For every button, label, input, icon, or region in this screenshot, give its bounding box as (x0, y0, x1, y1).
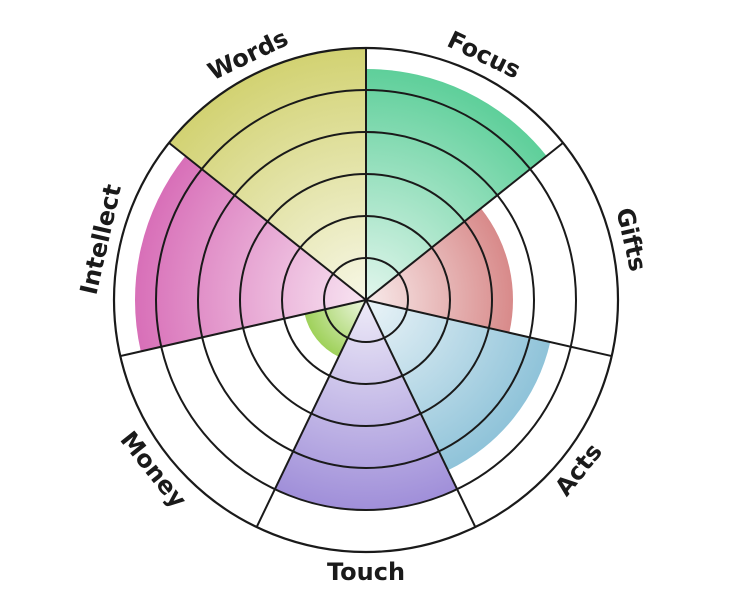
grid-spoke-6 (168, 142, 367, 301)
spoke-grid (120, 48, 612, 528)
grid-spoke-3 (365, 299, 477, 528)
grid-spoke-5 (120, 299, 367, 358)
wedge-layer (134, 48, 551, 510)
label-touch: Touch (327, 558, 405, 586)
wedge-touch (274, 300, 458, 510)
label-focus: Focus (443, 26, 525, 85)
label-acts: Acts (549, 438, 607, 501)
label-gifts: Gifts (610, 205, 652, 274)
grid-spoke-4 (255, 299, 367, 528)
wedge-focus (366, 69, 547, 300)
wedge-intellect (134, 155, 366, 352)
wedge-words (168, 48, 366, 300)
label-intellect: Intellect (75, 182, 127, 298)
grid-spoke-2 (365, 299, 612, 358)
grid-spoke-1 (365, 142, 564, 301)
